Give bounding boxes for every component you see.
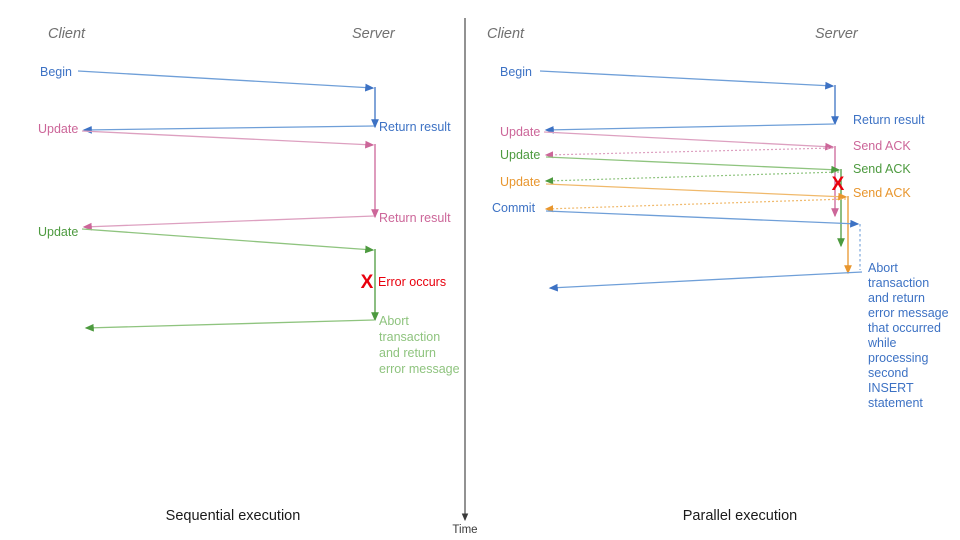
abort-note-line-0: Abort <box>379 314 409 328</box>
abort-note-line-2: and return <box>379 346 436 360</box>
message-label-update-green-right: Update <box>500 148 540 162</box>
panel-sequential: Client Server Begin Return result Update… <box>38 26 460 524</box>
message-label-return-result-blue-right: Return result <box>853 113 925 127</box>
message-return-result-pink-left: Return result <box>82 209 451 231</box>
arrow-ack-orange-right <box>544 198 847 213</box>
arrow-abort-green-left <box>84 319 375 332</box>
message-label-update-pink-right: Update <box>500 125 540 139</box>
time-axis-label: Time <box>452 524 477 536</box>
message-label-send-ack-pink-right: Send ACK <box>853 139 911 153</box>
abort-note-right-line-4: that occurred <box>868 321 941 335</box>
error-marker-right: X <box>832 174 845 195</box>
arrow-abort-blue-right <box>548 271 863 292</box>
abort-note-left: Abort transaction and return error messa… <box>379 314 460 376</box>
lane-header-client-left: Client <box>48 26 86 42</box>
message-label-begin-left: Begin <box>40 65 72 79</box>
message-begin-right: Begin <box>500 65 836 120</box>
message-label-send-ack-green-right: Send ACK <box>853 162 911 176</box>
message-label-begin-right: Begin <box>500 65 532 79</box>
message-label-update-green-left: Update <box>38 225 78 239</box>
abort-note-right-line-2: and return <box>868 291 925 305</box>
message-return-result-blue-right: Return result <box>544 113 925 134</box>
abort-note-right-line-7: second <box>868 366 908 380</box>
footer-label-sequential: Sequential execution <box>166 508 301 524</box>
message-update-green-left: Update <box>38 225 376 318</box>
arrow-begin-right <box>539 70 835 90</box>
message-update-pink-right: Update Send ACK <box>500 125 911 218</box>
abort-note-right: Abort transaction and return error messa… <box>867 261 952 410</box>
arrow-begin-left <box>77 70 375 92</box>
footer-label-parallel: Parallel execution <box>683 508 797 524</box>
message-label-return-result-blue-left: Return result <box>379 120 451 134</box>
message-update-orange-right: Update Send ACK <box>500 175 911 275</box>
message-return-result-blue-left: Return result <box>82 119 451 134</box>
lane-header-server-right: Server <box>815 26 859 42</box>
message-label-update-pink-left: Update <box>38 122 78 136</box>
arrow-update-green-left <box>81 228 375 254</box>
time-axis: Time <box>452 18 478 536</box>
message-update-green-right: Update Send ACK <box>500 148 911 248</box>
message-begin-left: Begin <box>40 65 376 123</box>
message-abort-blue-right: Abort transaction and return error messa… <box>548 261 952 410</box>
error-x-icon: X <box>361 272 374 293</box>
arrow-ack-green-right <box>544 171 840 185</box>
message-label-send-ack-orange-right: Send ACK <box>853 186 911 200</box>
arrow-update-orange-right <box>545 183 848 201</box>
error-marker-left: X Error occurs <box>361 272 446 293</box>
abort-note-line-3: error message <box>379 362 460 376</box>
arrow-return-result-blue-left <box>82 125 375 134</box>
abort-note-line-1: transaction <box>379 330 440 344</box>
lane-header-client-right: Client <box>487 26 525 42</box>
lane-header-server-left: Server <box>352 26 396 42</box>
abort-note-right-line-9: statement <box>868 396 923 410</box>
error-label-left: Error occurs <box>378 275 446 289</box>
arrow-update-green-right <box>545 156 841 174</box>
arrow-update-pink-right <box>543 131 835 151</box>
error-x-icon-right: X <box>832 174 845 195</box>
abort-note-right-line-8: INSERT <box>868 381 914 395</box>
panel-parallel: Client Server Begin Return result Update… <box>487 26 952 524</box>
message-label-return-result-pink-left: Return result <box>379 211 451 225</box>
abort-note-right-line-0: Abort <box>868 261 898 275</box>
abort-note-right-line-3: error message <box>868 306 949 320</box>
message-abort-green-left: Abort transaction and return error messa… <box>84 312 460 376</box>
abort-note-right-line-6: processing <box>868 351 928 365</box>
abort-note-right-line-5: while <box>867 336 897 350</box>
arrow-return-result-blue-right <box>544 123 835 134</box>
arrow-commit-right <box>545 210 860 228</box>
message-label-update-orange-right: Update <box>500 175 540 189</box>
abort-note-right-line-1: transaction <box>868 276 929 290</box>
arrow-ack-pink-right <box>544 147 834 159</box>
arrow-update-pink-left <box>81 130 375 149</box>
message-label-commit-right: Commit <box>492 201 536 215</box>
arrow-return-result-pink-left <box>82 215 375 231</box>
message-update-pink-left: Update <box>38 122 376 214</box>
message-commit-right: Commit <box>492 201 861 270</box>
